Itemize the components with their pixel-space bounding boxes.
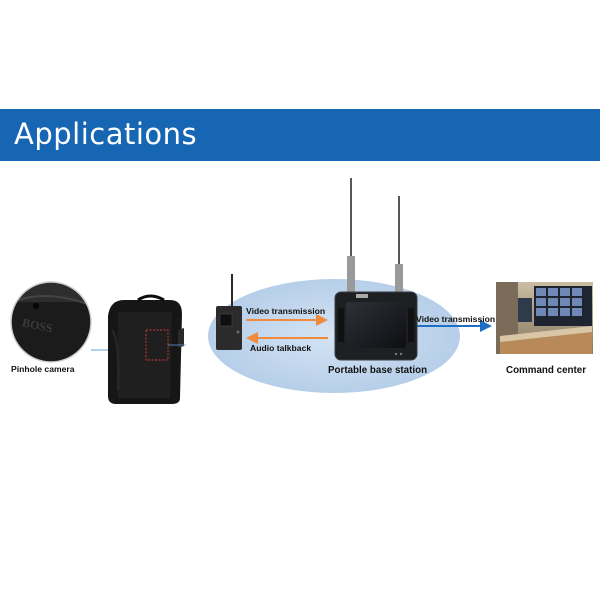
command-center-photo — [496, 282, 593, 354]
page-title: Applications — [14, 117, 198, 151]
label-pinhole-camera: Pinhole camera — [11, 364, 75, 374]
label-video-transmission-1: Video transmission — [246, 306, 326, 316]
transmitter-device — [216, 274, 242, 350]
label-command-center: Command center — [506, 365, 587, 376]
svg-text:BOSS: BOSS — [21, 315, 54, 335]
header-banner: Applications — [0, 109, 600, 161]
label-video-transmission-2: Video transmission — [416, 314, 496, 324]
closeup-ring — [10, 281, 92, 363]
label-portable-base-station: Portable base station — [328, 365, 428, 376]
leather-bag — [108, 294, 186, 404]
portable-base-station — [334, 178, 418, 361]
label-audio-talkback: Audio talkback — [250, 343, 312, 353]
